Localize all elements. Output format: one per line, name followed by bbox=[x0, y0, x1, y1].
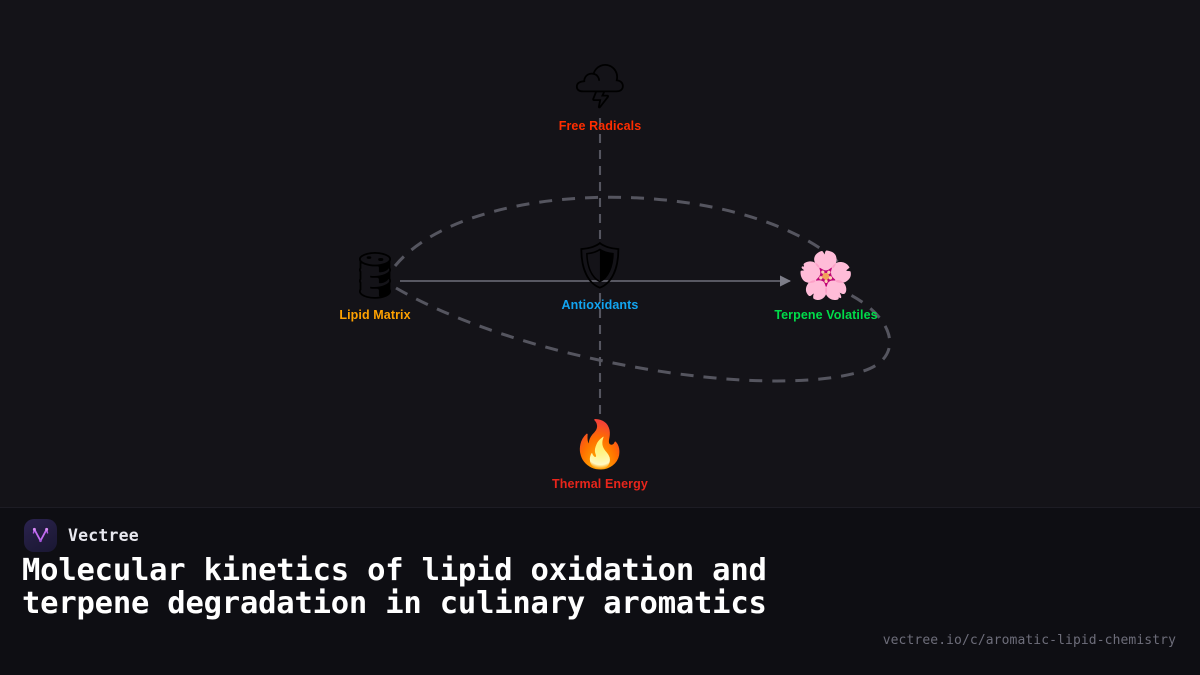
graph-node-label: Free Radicals bbox=[558, 119, 642, 133]
graph-canvas[interactable]: 🌩 Free Radicals 🛢 Lipid Matrix 🛡 Antioxi… bbox=[0, 0, 1200, 507]
brand-name: Vectree bbox=[68, 526, 139, 545]
fire-icon: 🔥 bbox=[571, 417, 629, 471]
edge-lipid-terpene-arc-top bbox=[393, 195, 839, 267]
high-voltage-icon: 🌩 bbox=[570, 59, 630, 113]
graph-node-label: Terpene Volatiles bbox=[774, 308, 878, 322]
graph-node-label: Lipid Matrix bbox=[339, 308, 411, 322]
graph-node-free-radicals[interactable]: 🌩 Free Radicals bbox=[500, 60, 700, 133]
page-title: Molecular kinetics of lipid oxidation an… bbox=[22, 553, 767, 621]
cherry-blossom-icon: 🌸 bbox=[797, 248, 855, 302]
footer-url: vectree.io/c/aromatic-lipid-chemistry bbox=[882, 633, 1176, 648]
graph-node-thermal-energy[interactable]: 🔥 Thermal Energy bbox=[500, 418, 700, 491]
brand[interactable]: Vectree bbox=[24, 519, 139, 552]
graph-node-label: Thermal Energy bbox=[552, 477, 648, 491]
graph-node-terpene-volatiles[interactable]: 🌸 Terpene Volatiles bbox=[726, 249, 926, 322]
graph-node-antioxidants[interactable]: 🛡 Antioxidants bbox=[500, 239, 700, 312]
graph-node-lipid-matrix[interactable]: 🛢 Lipid Matrix bbox=[275, 249, 475, 322]
graph-node-label: Antioxidants bbox=[561, 298, 639, 312]
vectree-logo-icon bbox=[24, 519, 57, 552]
oil-drum-icon: 🛢 bbox=[345, 248, 405, 302]
footer: Vectree Molecular kinetics of lipid oxid… bbox=[0, 507, 1200, 675]
edge-lipid-terpene-arc-bottom bbox=[395, 286, 892, 383]
shield-icon: 🛡 bbox=[570, 238, 630, 292]
edge-layer bbox=[393, 118, 892, 424]
